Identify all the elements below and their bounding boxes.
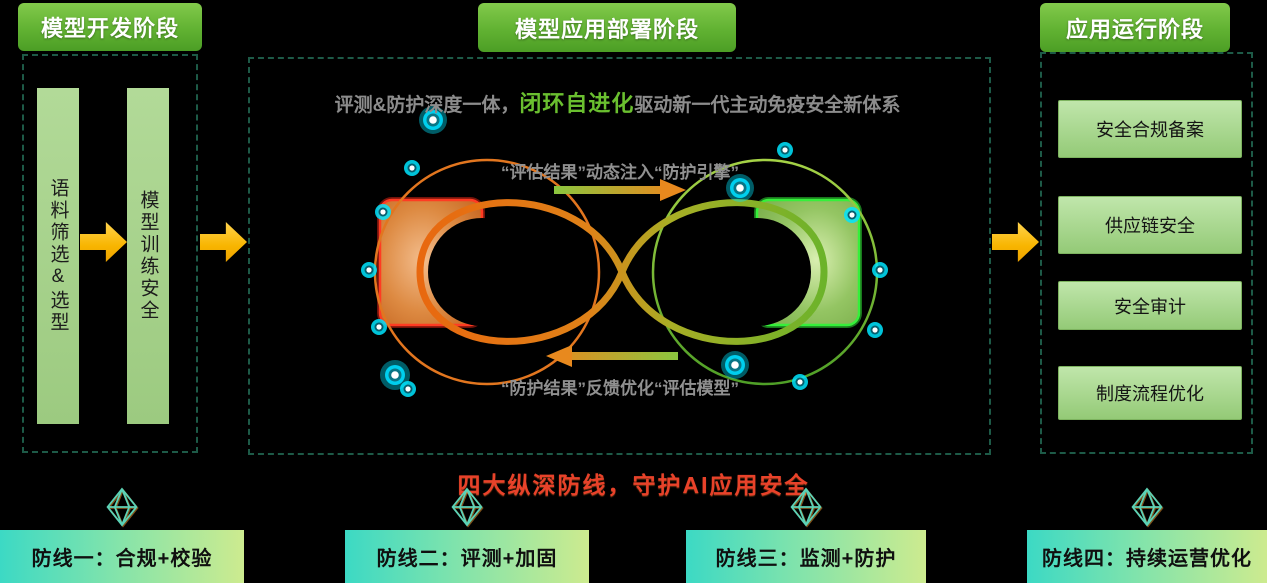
dev-item-training-security: 模型训练安全 [127, 88, 169, 424]
runtime-item-supply-chain-security: 供应链安全 [1058, 196, 1242, 254]
gem-icon [451, 487, 483, 527]
stage-header-deploy: 模型应用部署阶段 [478, 3, 736, 52]
flow-arrow-icon [200, 222, 247, 262]
dev-item-corpus-selection-label: 语料筛选&选型 [47, 178, 69, 334]
run-stage-box [1040, 52, 1253, 454]
closed-loop-cycle-diagram: “评估结果”动态注入“防护引擎” “防护结果”反馈优化“评估模型” [361, 106, 888, 398]
dev-stage-box [22, 54, 198, 453]
evaluation-model-blob [377, 197, 536, 328]
protection-engine-blob [703, 197, 862, 328]
cycle-bottom-label: “防护结果”反馈优化“评估模型” [501, 378, 739, 398]
dev-item-corpus-selection: 语料筛选&选型 [37, 88, 79, 424]
gem-icon [106, 487, 138, 527]
headline-highlight: 闭环自进化 [519, 91, 635, 116]
cycle-top-label: “评估结果”动态注入“防护引擎” [501, 162, 739, 182]
stage-header-dev: 模型开发阶段 [18, 3, 202, 51]
defense-line-3: 防线三：监测+防护 [686, 530, 926, 583]
cycle-top-arrow-icon [554, 179, 686, 201]
infinity-loop [416, 199, 828, 345]
runtime-item-compliance-filing: 安全合规备案 [1058, 100, 1242, 158]
cycle-bottom-arrow-icon [546, 345, 678, 367]
headline-post: 驱动新一代主动免疫安全新体系 [634, 95, 901, 116]
runtime-item-security-audit: 安全审计 [1058, 281, 1242, 330]
defense-line-2: 防线二：评测+加固 [345, 530, 589, 583]
dev-item-training-security-label: 模型训练安全 [137, 190, 159, 322]
footer-title: 四大纵深防线，守护AI应用安全 [457, 472, 810, 498]
headline-pre: 评测&防护深度一体， [334, 95, 520, 116]
deploy-stage-box [248, 57, 991, 455]
deploy-headline: 评测&防护深度一体，闭环自进化驱动新一代主动免疫安全新体系 [248, 86, 987, 118]
defense-line-4: 防线四：持续运营优化 [1027, 530, 1267, 583]
gem-icon [1131, 487, 1163, 527]
defense-line-1: 防线一：合规+校验 [0, 530, 244, 583]
glow-dot-icon [361, 106, 888, 397]
stage-header-run: 应用运行阶段 [1040, 3, 1230, 52]
gem-icon [790, 487, 822, 527]
runtime-item-process-optimization: 制度流程优化 [1058, 366, 1242, 420]
flow-arrow-icon [992, 222, 1039, 262]
